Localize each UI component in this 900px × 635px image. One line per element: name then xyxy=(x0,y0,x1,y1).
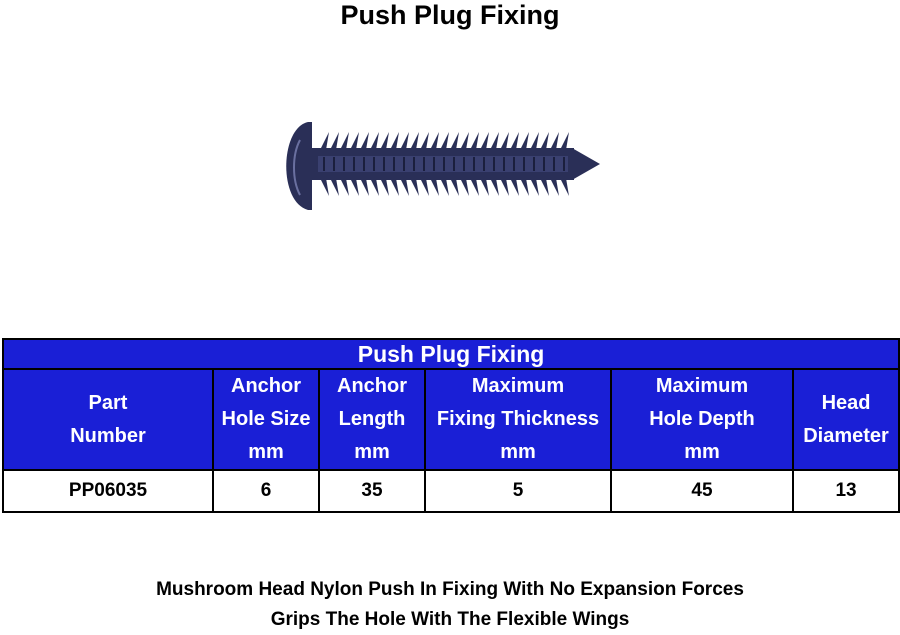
cell-part-number: PP06035 xyxy=(2,469,214,513)
description-line-1: Mushroom Head Nylon Push In Fixing With … xyxy=(156,579,744,600)
cell-max-hole-depth: 45 xyxy=(610,469,794,513)
cell-anchor-hole-size: 6 xyxy=(212,469,320,513)
page-title: Push Plug Fixing xyxy=(340,0,560,30)
description-line-2: Grips The Hole With The Flexible Wings xyxy=(270,609,630,630)
product-description: Mushroom Head Nylon Push In Fixing With … xyxy=(0,575,900,635)
cell-max-fixing-thickness: 5 xyxy=(424,469,612,513)
push-plug-fixing-image xyxy=(286,122,600,210)
cell-head-diameter: 13 xyxy=(791,469,900,513)
table-row: PP06035 6 35 5 45 13 xyxy=(2,469,900,513)
cell-anchor-length: 35 xyxy=(318,469,426,513)
table-title: Push Plug Fixing xyxy=(1,338,900,370)
